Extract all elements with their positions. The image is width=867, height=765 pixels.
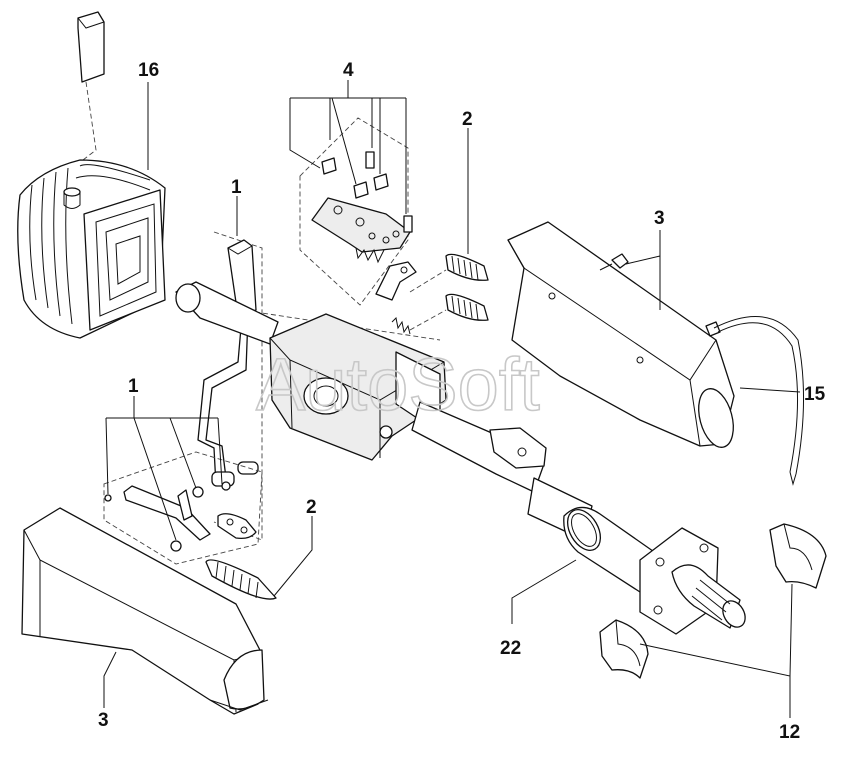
callout-15: 15	[804, 384, 826, 405]
callout-12: 12	[779, 722, 800, 743]
callout-1-top: 1	[231, 177, 242, 198]
cover-right	[507, 221, 735, 448]
callout-2-top: 2	[462, 109, 473, 130]
output-shaft-tube	[563, 506, 746, 635]
watermark: AutoSoft	[256, 343, 540, 426]
callout-22: 22	[500, 638, 521, 659]
cable-tie	[705, 316, 804, 486]
callout-2-bottom: 2	[306, 497, 317, 518]
callout-3-left: 3	[98, 710, 109, 731]
callout-16: 16	[138, 60, 159, 81]
springs-upper	[409, 253, 489, 331]
cover-left	[21, 507, 269, 715]
selector-plate-assembly	[299, 117, 417, 335]
shift-housing	[175, 281, 593, 541]
leader-lines	[103, 80, 801, 718]
callout-3-right: 3	[654, 208, 665, 229]
spring-lower	[205, 559, 277, 600]
callout-4: 4	[343, 60, 354, 81]
bushings	[599, 523, 827, 679]
callout-1-left: 1	[128, 376, 139, 397]
gear-lever-boot	[17, 11, 166, 339]
shift-lever-assembly	[197, 231, 263, 541]
